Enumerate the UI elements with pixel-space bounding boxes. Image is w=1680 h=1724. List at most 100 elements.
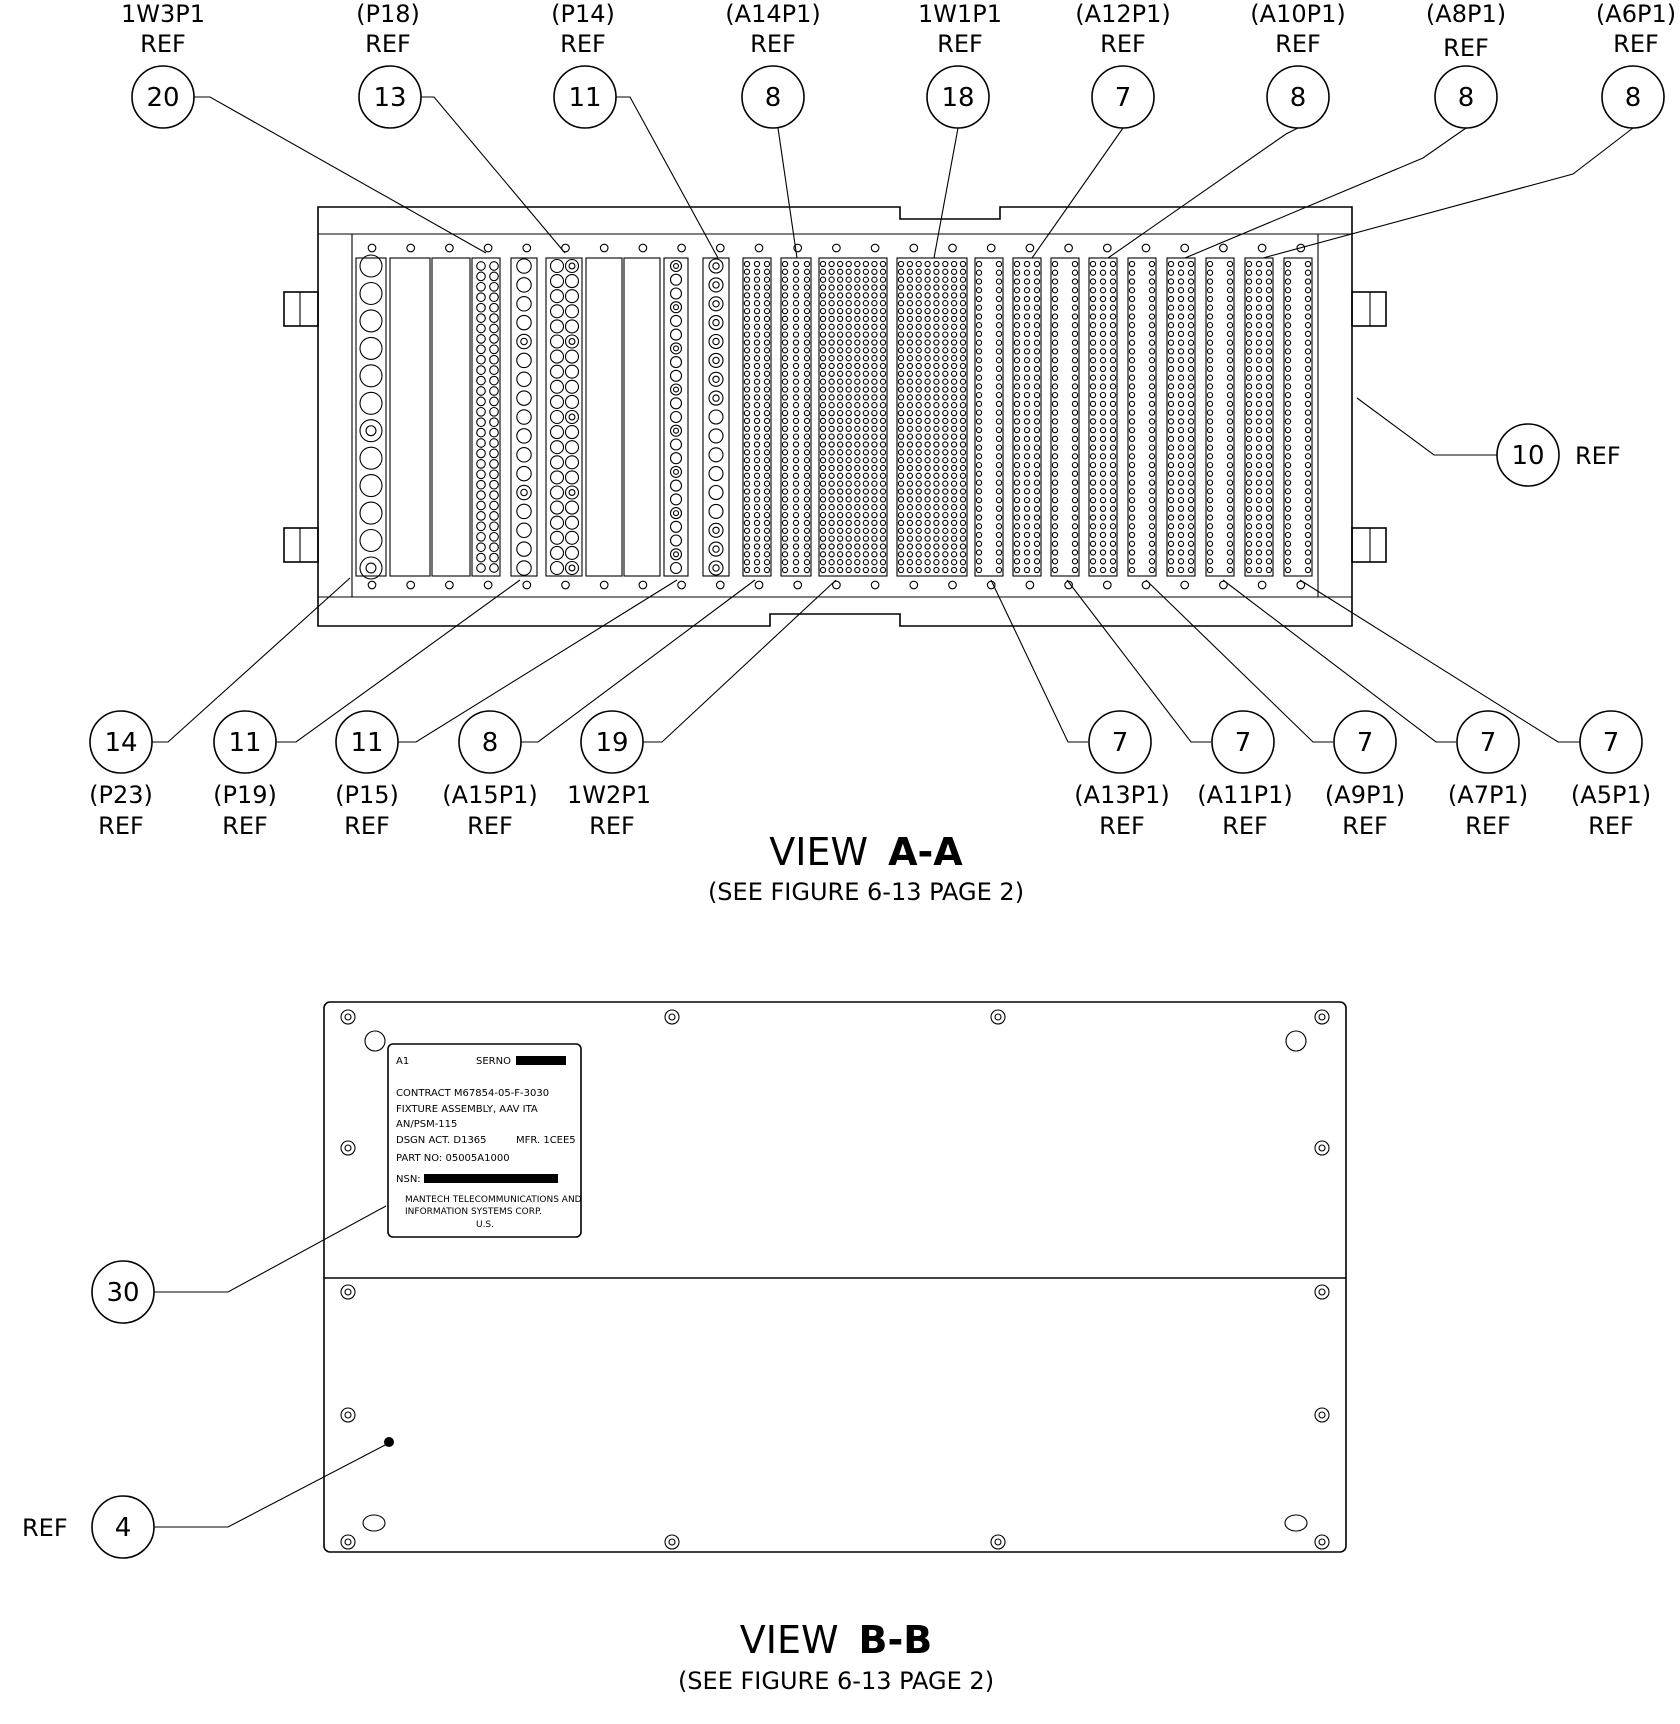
pin-contact <box>1023 313 1031 320</box>
leader-line <box>1299 579 1580 743</box>
pin-contact <box>803 535 811 542</box>
pin-contact <box>1245 304 1253 311</box>
pin-contact <box>1099 566 1107 574</box>
panel-screw <box>1314 1284 1330 1300</box>
view-subtitle: (SEE FIGURE 6-13 PAGE 2) <box>678 1667 994 1695</box>
pin-contact <box>743 511 751 519</box>
pin-contact <box>1099 357 1107 364</box>
pin-contact <box>828 519 835 527</box>
mounting-hole <box>599 580 609 590</box>
pin-contact <box>1071 496 1079 504</box>
pin-contact <box>476 396 486 407</box>
pin-contact <box>1089 330 1097 338</box>
pin-contact <box>1128 444 1136 451</box>
pin-contact <box>897 355 905 362</box>
pin-contact <box>476 531 486 542</box>
pin-contact <box>792 480 800 487</box>
pin-contact <box>1177 418 1185 425</box>
pin-contact <box>879 378 887 385</box>
pin-contact <box>959 307 967 315</box>
pin-contact <box>959 488 967 495</box>
pin-contact <box>1013 461 1021 469</box>
pin-contact <box>933 300 940 307</box>
pin-contact <box>1099 260 1107 268</box>
pin-contact <box>792 362 800 370</box>
connector-slot <box>1244 257 1274 577</box>
pin-contact <box>1187 374 1195 381</box>
pin-contact <box>1033 278 1041 285</box>
pin-contact <box>924 268 931 275</box>
pin-contact <box>1013 470 1021 477</box>
pin-contact <box>950 300 958 307</box>
pin-contact <box>995 558 1003 565</box>
pin-contact <box>1255 523 1263 530</box>
pin-contact <box>1304 470 1312 477</box>
pin-contact <box>1255 505 1263 512</box>
pin-contact <box>933 386 940 393</box>
pin-contact <box>933 566 940 574</box>
pin-contact <box>906 268 914 275</box>
pin-contact <box>1187 357 1195 364</box>
pin-contact <box>1023 287 1031 294</box>
pin-contact <box>1089 322 1097 329</box>
callout-number: 8 <box>1458 83 1475 113</box>
pin-contact <box>1128 348 1136 355</box>
pin-contact <box>1013 365 1021 373</box>
pin-contact <box>1167 558 1175 565</box>
pin-contact <box>1206 383 1214 390</box>
pin-contact <box>1023 295 1031 303</box>
pin-contact <box>476 261 486 271</box>
callout-number: 30 <box>106 1278 139 1308</box>
pin-contact <box>1255 278 1263 285</box>
pin-contact <box>942 543 949 550</box>
pin-contact <box>1187 435 1195 443</box>
pin-contact <box>879 425 887 432</box>
pin-contact <box>879 307 887 315</box>
pin-contact <box>781 378 789 385</box>
connector-slot <box>1127 257 1157 577</box>
pin-contact <box>1177 496 1185 504</box>
pin-contact <box>803 433 811 440</box>
pin-contact <box>708 277 724 293</box>
pin-contact <box>564 455 580 470</box>
pin-contact <box>489 271 499 282</box>
pin-contact <box>1226 444 1234 451</box>
pin-contact <box>1167 523 1175 530</box>
mounting-hole <box>754 243 764 253</box>
pin-contact <box>1109 409 1117 416</box>
pin-contact <box>862 378 870 385</box>
pin-contact <box>1148 470 1156 477</box>
nameplate-contract: CONTRACT M67854-05-F-3030 <box>396 1088 549 1099</box>
pin-contact <box>845 551 852 558</box>
pin-contact <box>1051 322 1059 329</box>
pin-contact <box>836 519 844 527</box>
pin-contact <box>924 284 931 291</box>
pin-contact <box>1206 304 1214 311</box>
pin-contact <box>828 292 835 299</box>
view-bb-callouts: 30 REF 4 <box>22 1205 388 1559</box>
pin-contact <box>753 268 761 275</box>
pin-contact <box>1109 549 1117 556</box>
pin-contact <box>743 488 751 495</box>
pin-contact <box>743 292 751 299</box>
pin-contact <box>1013 523 1021 530</box>
callout-bubble <box>1579 710 1643 774</box>
pin-contact <box>549 319 565 334</box>
pin-contact <box>1071 400 1079 408</box>
pin-contact <box>792 355 800 362</box>
pin-contact <box>950 315 958 323</box>
chassis-outline <box>317 206 1353 627</box>
callout-ref-label: REF <box>22 1514 68 1542</box>
mounting-hole <box>715 580 725 590</box>
pin-contact <box>819 323 827 330</box>
pin-contact <box>924 457 931 464</box>
pin-contact <box>1226 330 1234 338</box>
pin-contact <box>1051 505 1059 512</box>
pin-contact <box>1128 549 1136 556</box>
pin-contact <box>781 433 789 440</box>
pin-contact <box>845 543 852 550</box>
pin-contact <box>942 488 949 495</box>
pin-contact <box>753 441 761 448</box>
pin-contact <box>1226 348 1234 355</box>
